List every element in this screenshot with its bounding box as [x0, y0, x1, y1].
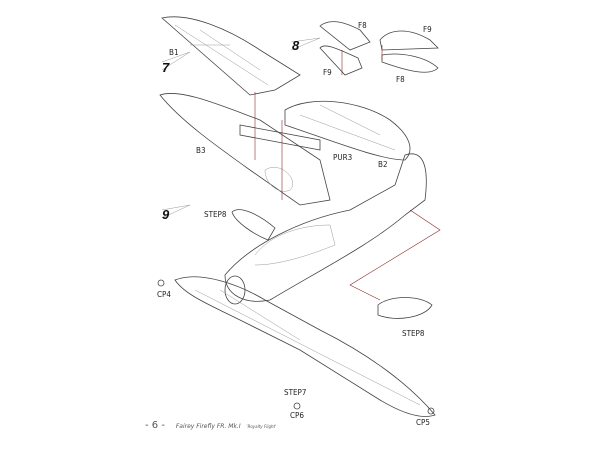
guide-line — [349, 209, 441, 301]
part-b1-wing — [161, 16, 301, 160]
part-cp5 — [427, 407, 435, 415]
label-f9: F9 — [323, 68, 332, 77]
label-step8: STEP8 — [204, 210, 227, 219]
footer-subtitle: 'Royalty Flight' — [246, 424, 277, 429]
footer-title: Fairey Firefly FR. Mk.I — [175, 423, 241, 430]
part-fuselage — [224, 153, 427, 305]
label-b1: B1 — [169, 48, 179, 57]
page-footer: - 6 - Fairey Firefly FR. Mk.I 'Royalty F… — [145, 420, 276, 431]
label-f8: F8 — [358, 21, 367, 30]
part-b2-wing — [281, 100, 411, 200]
part-b3-wing — [159, 93, 331, 206]
label-pur3: PUR3 — [333, 153, 352, 162]
label-f9: F9 — [423, 25, 432, 34]
label-step8: STEP8 — [402, 329, 425, 338]
label-b3: B3 — [196, 146, 206, 155]
label-step7: STEP7 — [284, 388, 306, 397]
step-7-marker: 7 — [161, 51, 191, 75]
part-cp4 — [157, 279, 165, 287]
svg-text:9: 9 — [162, 207, 170, 222]
part-cp6 — [293, 402, 301, 410]
part-step8-left — [231, 209, 276, 241]
label-b2: B2 — [378, 160, 388, 169]
label-f8: F8 — [396, 75, 405, 84]
part-f8-f9-left — [319, 21, 371, 76]
step-8-marker: 8 — [290, 37, 321, 53]
part-f8-f9-right — [379, 30, 439, 73]
step-9-marker: 9 — [161, 204, 191, 222]
label-cp6: CP6 — [290, 411, 304, 420]
part-lower-wing — [174, 276, 436, 417]
svg-text:8: 8 — [292, 38, 300, 53]
label-cp5: CP5 — [416, 418, 430, 427]
svg-text:7: 7 — [162, 60, 170, 75]
label-cp4: CP4 — [157, 290, 171, 299]
part-step8-right — [377, 297, 433, 319]
page-number: - 6 - — [145, 420, 165, 431]
